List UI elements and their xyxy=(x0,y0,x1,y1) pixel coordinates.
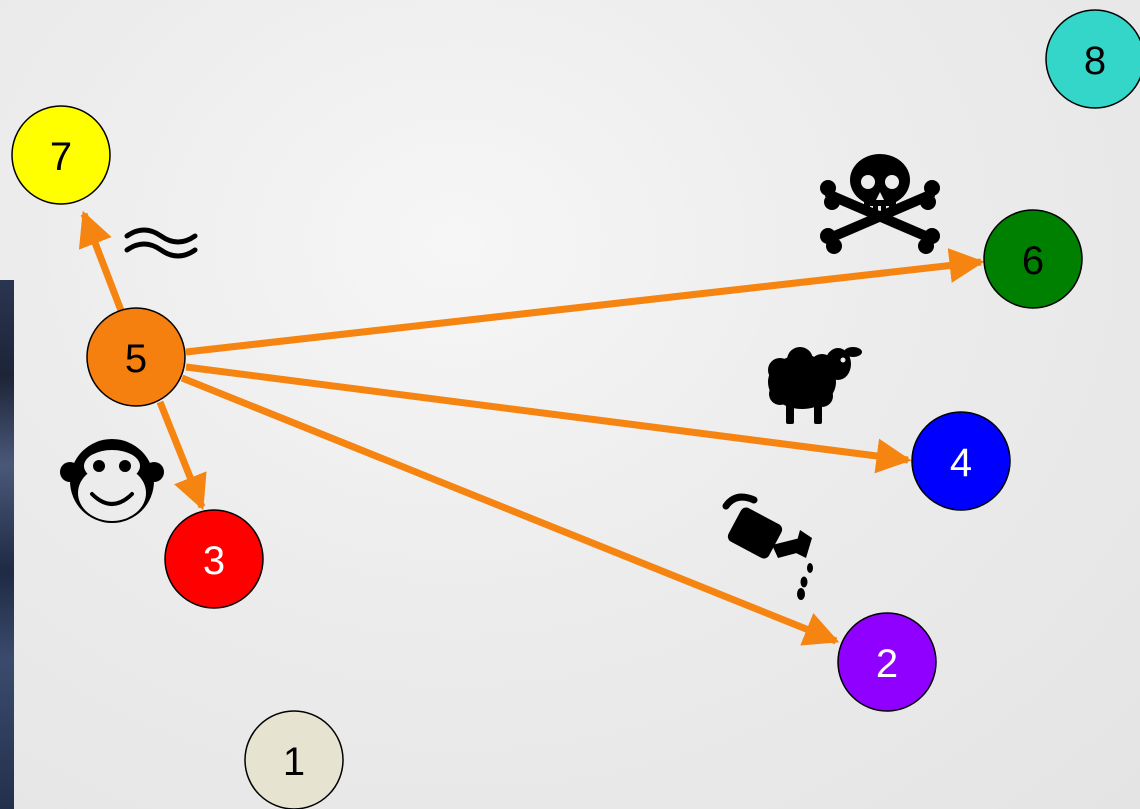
node-4-circle xyxy=(911,411,1011,511)
node-8[interactable]: 8 xyxy=(1045,9,1140,109)
sheep-icon xyxy=(768,347,862,424)
edge-group xyxy=(78,210,985,646)
node-7-label: 7 xyxy=(50,135,72,179)
node-6-circle xyxy=(983,209,1083,309)
node-1-label: 1 xyxy=(283,740,305,784)
watering-can-icon xyxy=(722,493,813,600)
node-5-circle xyxy=(86,307,186,407)
node-3-circle xyxy=(164,509,264,609)
edge-5-6 xyxy=(185,248,985,356)
waves-icon xyxy=(124,227,198,259)
node-8-circle xyxy=(1045,9,1140,109)
edge-5-2 xyxy=(180,374,840,646)
node-1-circle xyxy=(244,710,344,809)
node-8-label: 8 xyxy=(1084,39,1106,83)
edge-5-7 xyxy=(78,210,126,315)
node-2-label: 2 xyxy=(876,642,898,686)
edge-5-3 xyxy=(156,400,207,511)
background-photo-strip xyxy=(0,280,14,809)
node-6[interactable]: 6 xyxy=(983,209,1083,309)
node-3-label: 3 xyxy=(203,539,225,583)
node-group: 1 2 3 4 5 6 7 8 xyxy=(11,9,1140,809)
node-1[interactable]: 1 xyxy=(244,710,344,809)
node-5[interactable]: 5 xyxy=(86,307,186,407)
node-2-circle xyxy=(837,612,937,712)
node-2[interactable]: 2 xyxy=(837,612,937,712)
node-3[interactable]: 3 xyxy=(164,509,264,609)
edge-5-4 xyxy=(185,363,912,474)
node-7[interactable]: 7 xyxy=(11,105,111,205)
monkey-icon xyxy=(60,439,164,523)
node-5-label: 5 xyxy=(125,337,147,381)
node-6-label: 6 xyxy=(1022,239,1044,283)
node-4-label: 4 xyxy=(950,441,972,485)
skull-crossbones-icon xyxy=(820,154,940,254)
node-4[interactable]: 4 xyxy=(911,411,1011,511)
node-7-circle xyxy=(11,105,111,205)
